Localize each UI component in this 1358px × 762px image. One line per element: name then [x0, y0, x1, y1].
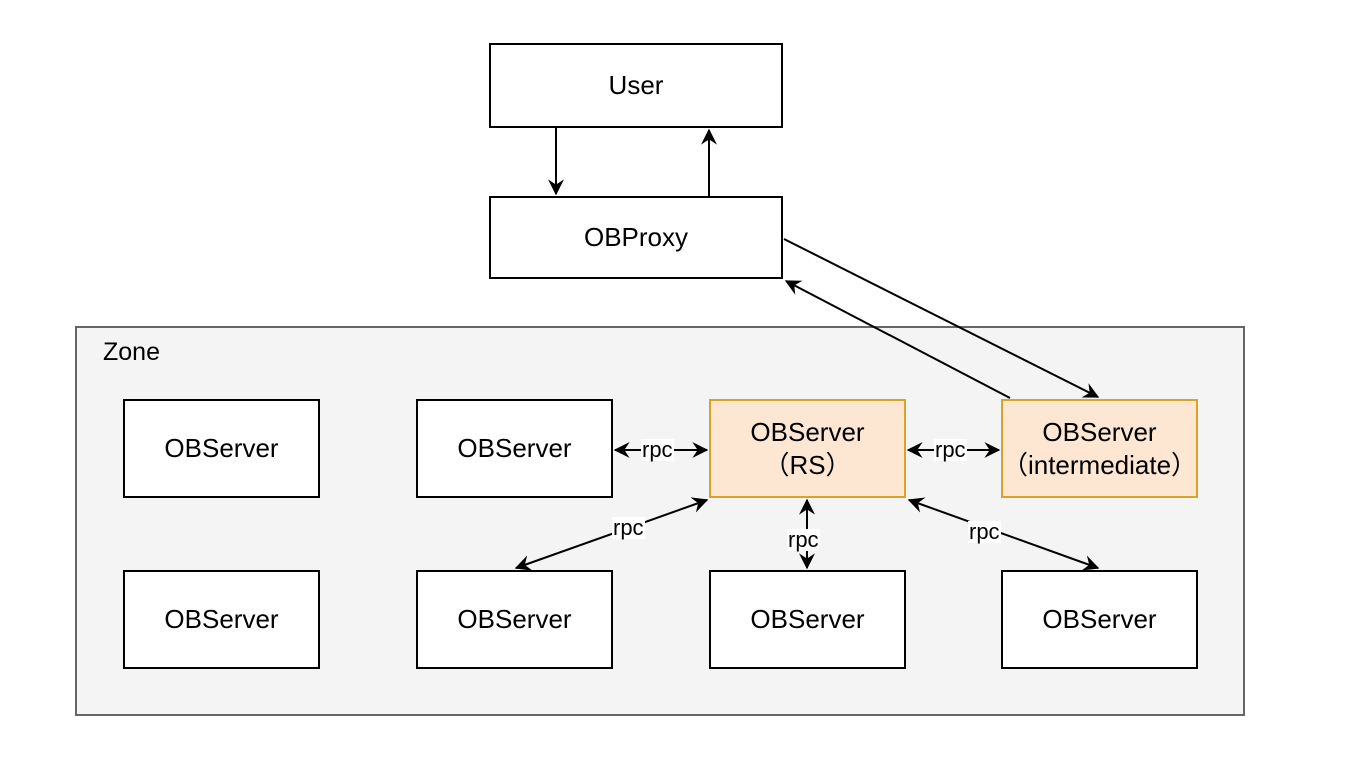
- obproxy-node: OBProxy: [489, 196, 783, 279]
- observer-intermediate-node: OBServer （intermediate）: [1001, 399, 1198, 498]
- user-node: User: [489, 43, 783, 128]
- observer-node-label: OBServer: [750, 604, 865, 635]
- edge-label-rpc: rpc: [968, 519, 1001, 544]
- arrow-obproxy-to-intermediate: [783, 238, 1100, 398]
- observer-rs-label: OBServer: [750, 417, 865, 447]
- edge-label-rpc: rpc: [612, 515, 645, 540]
- observer-node-r1c1: OBServer: [123, 399, 320, 498]
- observer-intermediate-role: （intermediate）: [1001, 449, 1198, 480]
- arrow-rs-r2c4-bidirectional: [907, 497, 1100, 571]
- observer-node-r2c1: OBServer: [123, 570, 320, 669]
- obproxy-node-label: OBProxy: [583, 222, 689, 253]
- observer-node-r1c2: OBServer: [416, 399, 613, 498]
- edge-label-rpc: rpc: [934, 437, 967, 462]
- arrow-rs-r2c2-bidirectional: [514, 497, 709, 571]
- observer-node-label: OBServer: [164, 604, 279, 635]
- user-node-label: User: [608, 70, 664, 101]
- observer-rs-node: OBServer （RS）: [709, 399, 906, 498]
- edge-label-rpc: rpc: [641, 437, 674, 462]
- zone-label: Zone: [103, 338, 160, 366]
- observer-node-r2c2: OBServer: [416, 570, 613, 669]
- observer-node-r2c3: OBServer: [709, 570, 906, 669]
- observer-node-label: OBServer: [164, 433, 279, 464]
- observer-node-label: OBServer: [1042, 604, 1157, 635]
- observer-intermediate-label: OBServer: [1042, 417, 1157, 447]
- observer-node-r2c4: OBServer: [1001, 570, 1198, 669]
- observer-node-label: OBServer: [457, 433, 572, 464]
- observer-rs-role: （RS）: [763, 449, 852, 480]
- edge-label-rpc: rpc: [787, 527, 820, 552]
- observer-node-label: OBServer: [457, 604, 572, 635]
- arrow-intermediate-to-obproxy: [784, 280, 1011, 399]
